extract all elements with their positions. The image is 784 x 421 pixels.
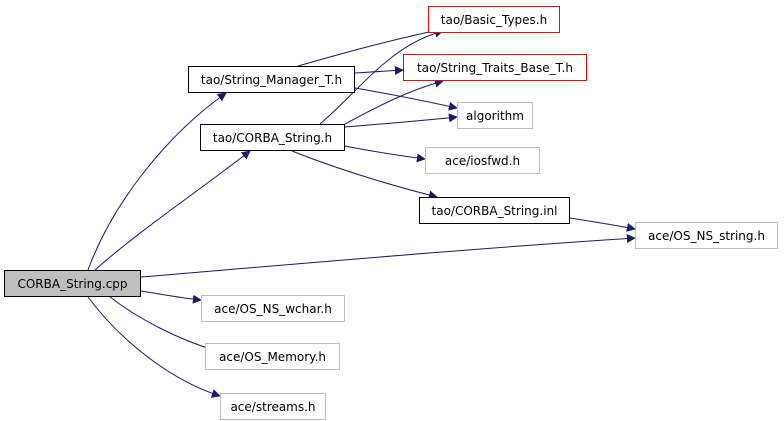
edge-corba-string-h-to-iosfwd [344,145,426,163]
node-os-ns-string-h: ace/OS_NS_string.h [635,222,778,249]
node-iosfwd-h: ace/iosfwd.h [425,147,540,174]
node-basic-types-h[interactable]: tao/Basic_Types.h [428,6,560,33]
edge-corba-string-h-to-string-traits [344,78,444,125]
edge-corba-string-h-to-algorithm [344,113,458,128]
edge-corba-string-inl-to-os-ns-string [569,217,636,232]
node-algorithm: algorithm [457,102,533,129]
edge-string-manager-to-string-traits [354,65,404,75]
node-string-traits-base-t-h[interactable]: tao/String_Traits_Base_T.h [403,54,587,81]
edge-string-manager-to-algorithm [354,87,458,111]
edge-corba-string-cpp-to-os-ns-string [140,234,636,278]
edge-corba-string-h-to-basic-types [319,28,444,125]
edge-corba-string-cpp-to-os-memory [109,296,215,353]
node-corba-string-cpp: CORBA_String.cpp [4,270,141,297]
edge-corba-string-h-to-corba-string-inl [291,150,438,200]
node-os-ns-wchar-h: ace/OS_NS_wchar.h [201,295,345,322]
node-streams-h: ace/streams.h [220,393,326,420]
node-string-manager-t-h[interactable]: tao/String_Manager_T.h [188,66,355,93]
edge-corba-string-cpp-to-os-ns-wchar [140,290,202,304]
node-corba-string-h[interactable]: tao/CORBA_String.h [200,124,345,151]
edge-corba-string-cpp-to-corba-string-h [94,150,251,271]
node-os-memory-h: ace/OS_Memory.h [205,343,340,370]
edge-corba-string-cpp-to-string-manager [87,92,227,271]
edge-corba-string-cpp-to-streams [87,296,221,398]
node-corba-string-inl[interactable]: tao/CORBA_String.inl [419,197,570,224]
edge-string-manager-to-basic-types [297,26,444,67]
